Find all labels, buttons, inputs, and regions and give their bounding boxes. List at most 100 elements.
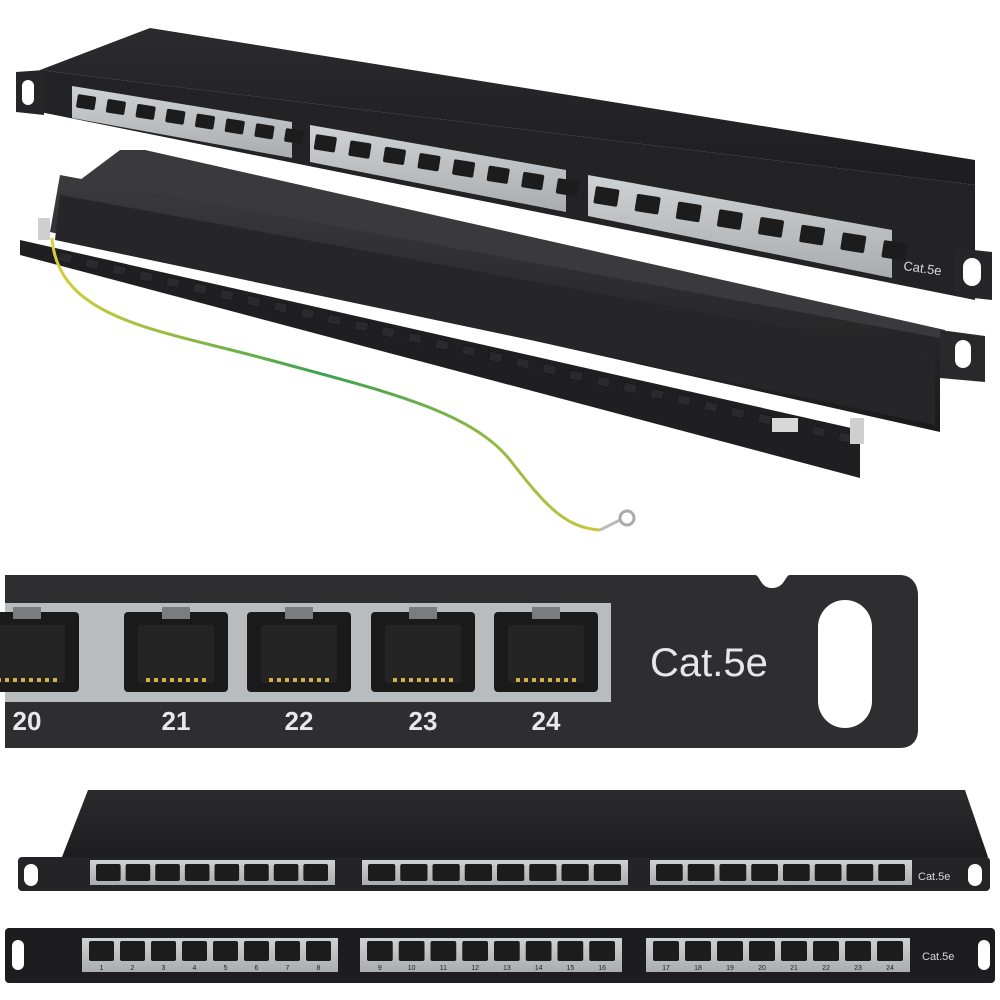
- closeup-port-24: [494, 607, 598, 692]
- flat-port-number: 16: [598, 965, 606, 972]
- closeup-mounting-slot: [818, 600, 872, 728]
- closeup-port-number: 24: [532, 706, 561, 736]
- closeup-port-22: [247, 607, 351, 692]
- side-port-1: [96, 864, 121, 881]
- cable-tie-tooth: [676, 394, 692, 407]
- panel-rear-angled: [20, 150, 985, 532]
- flat-port-number: 19: [726, 965, 734, 972]
- flat-port-number: 24: [886, 965, 894, 972]
- flat-port-number: 15: [566, 965, 574, 972]
- flat-port-14: [525, 941, 552, 961]
- side-port-16: [593, 864, 621, 881]
- port-15: [521, 172, 545, 191]
- flat-port-number: 18: [694, 965, 702, 972]
- flat-port-2: [120, 941, 145, 961]
- flat-port-22: [813, 941, 839, 961]
- port-16: [555, 178, 579, 197]
- flat-port-4: [182, 941, 207, 961]
- flat-port-17: [653, 941, 679, 961]
- side-port-24: [878, 864, 905, 881]
- cable-tie-tooth: [515, 357, 531, 370]
- cable-tie-tooth: [810, 425, 827, 438]
- flat-port-number: 4: [193, 965, 197, 972]
- cable-tie-tooth: [380, 326, 396, 339]
- port-20: [716, 209, 743, 230]
- flat-port-7: [275, 941, 300, 961]
- side-port-10: [400, 864, 428, 881]
- port-11: [383, 146, 406, 165]
- side-port-11: [432, 864, 460, 881]
- side-port-13: [497, 864, 525, 881]
- flat-port-21: [781, 941, 807, 961]
- cable-tie-tooth: [407, 332, 423, 345]
- flat-port-number: 12: [471, 965, 479, 972]
- flat-port-15: [557, 941, 584, 961]
- flat-port-number: 10: [408, 965, 416, 972]
- port-23: [840, 232, 867, 253]
- port-21: [758, 217, 784, 238]
- flat-port-10: [398, 941, 425, 961]
- flat-port-number: 22: [822, 965, 830, 972]
- flat-port-number: 3: [162, 965, 166, 972]
- side-port-15: [561, 864, 589, 881]
- flat-port-number: 11: [440, 965, 447, 972]
- closeup-cat5e-label: Cat.5e: [650, 641, 768, 685]
- port-5: [195, 113, 216, 130]
- flat-port-18: [685, 941, 711, 961]
- closeup-port-number: 23: [409, 706, 438, 736]
- flat-port-number: 14: [535, 965, 543, 972]
- side-port-8: [303, 864, 328, 881]
- side-port-12: [464, 864, 492, 881]
- side-port-2: [125, 864, 151, 881]
- flat-port-3: [151, 941, 176, 961]
- side-port-23: [846, 864, 874, 881]
- flat-port-number: 7: [286, 965, 290, 972]
- side-port-18: [687, 864, 715, 881]
- flat-port-8: [306, 941, 331, 961]
- side-port-22: [814, 864, 842, 881]
- cable-tie-tooth: [192, 282, 208, 295]
- cable-tie-tooth: [568, 369, 585, 382]
- side-cat5e-label: Cat.5e: [918, 871, 950, 883]
- side-port-9: [368, 864, 396, 881]
- side-port-14: [529, 864, 557, 881]
- port-24: [881, 240, 908, 261]
- port-13: [452, 159, 476, 178]
- port-14: [486, 165, 510, 184]
- cable-tie-tooth: [165, 276, 181, 289]
- port-22: [799, 224, 826, 246]
- cable-tie-tooth: [541, 363, 558, 376]
- flat-port-23: [845, 941, 871, 961]
- flat-cat5e-label: Cat.5e: [922, 951, 954, 963]
- flat-port-11: [430, 941, 457, 961]
- panel-front-angled: Cat.5e: [16, 28, 992, 300]
- cable-tie-tooth: [703, 400, 719, 413]
- side-port-19: [719, 864, 747, 881]
- cable-tie-tooth: [730, 406, 746, 419]
- cable-tie-tooth: [138, 270, 154, 283]
- flat-port-number: 2: [131, 965, 135, 972]
- cable-tie-tooth: [595, 375, 611, 388]
- side-port-21: [783, 864, 810, 881]
- side-port-4: [184, 864, 210, 881]
- flat-port-20: [749, 941, 775, 961]
- closeup-port-number: 21: [162, 706, 191, 736]
- cable-tie-tooth: [622, 382, 638, 395]
- port-1: [76, 94, 97, 111]
- flat-port-9: [367, 941, 393, 961]
- side-port-3: [155, 864, 180, 881]
- flat-port-number: 21: [790, 965, 798, 972]
- flat-port-number: 6: [255, 965, 259, 972]
- port-18: [634, 194, 661, 215]
- side-port-5: [214, 864, 240, 881]
- port-12: [417, 153, 441, 172]
- port-7: [254, 123, 275, 140]
- side-port-17: [656, 864, 683, 881]
- side-port-20: [751, 864, 778, 881]
- flat-port-number: 17: [662, 965, 670, 972]
- closeup-port-number: 20: [13, 706, 42, 736]
- flat-port-number: 1: [100, 965, 104, 972]
- port-10: [348, 140, 372, 159]
- flat-port-12: [462, 941, 488, 961]
